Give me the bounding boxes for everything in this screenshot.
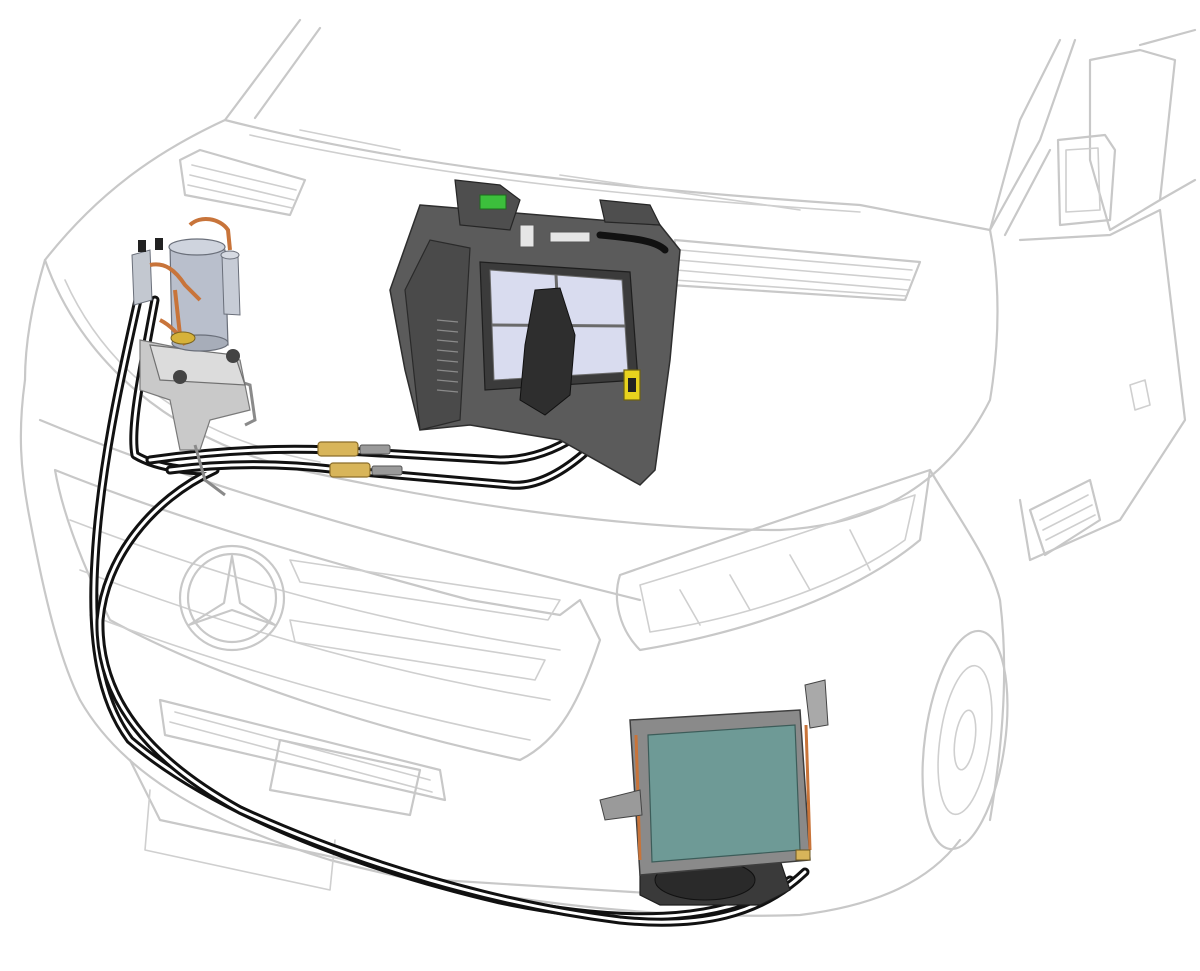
a-pillar [988,38,1077,237]
mercedes-star-icon [178,544,286,652]
hood [23,118,227,382]
front-wheel [921,629,1009,851]
evaporator-icon [389,179,681,486]
hood-vent-right [668,238,922,302]
headlight [615,468,932,652]
condenser-icon [599,679,829,906]
front-bumper [78,698,962,917]
vehicle-outline [19,18,1197,917]
windshield [223,18,1062,232]
compressor-icon [131,217,257,497]
hose-fittings [317,441,403,478]
hood-vent-left [178,148,307,217]
side-window [1088,48,1177,232]
front-door [1018,208,1187,562]
front-fascia [19,378,82,702]
side-mirror [1056,133,1117,227]
front-fender [928,468,1006,822]
